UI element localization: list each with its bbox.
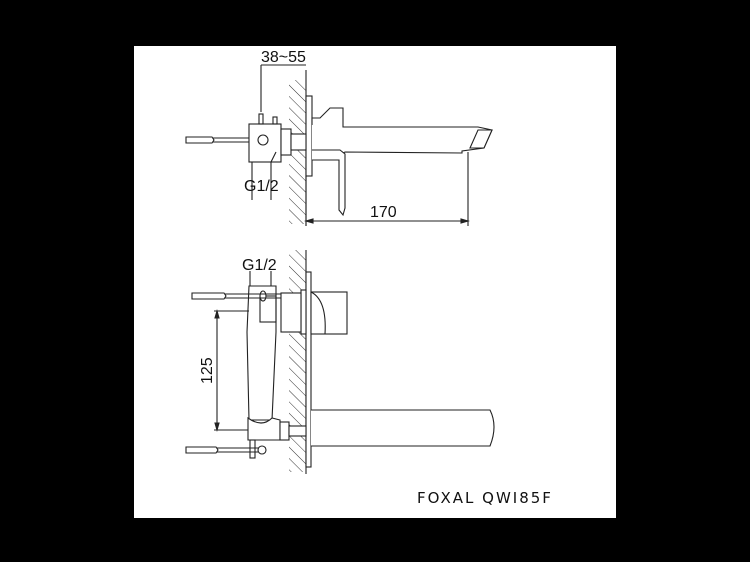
technical-drawing: 38~55 G1/2 170 [185, 49, 553, 507]
dim-thread-front: G1/2 [242, 257, 277, 274]
dim-spout-length: 170 [370, 204, 397, 221]
brand-model-label: FOXAL QWI85F [417, 489, 553, 507]
dim-center-spacing: 125 [199, 357, 216, 384]
dim-thread-top: G1/2 [244, 178, 279, 195]
wall-hatch-front [289, 250, 306, 472]
dim-wall-depth: 38~55 [261, 49, 306, 66]
wall-hatch [289, 80, 306, 224]
front-view [185, 250, 495, 474]
drawing-canvas: 38~55 G1/2 170 [134, 46, 616, 518]
top-view [185, 64, 493, 226]
